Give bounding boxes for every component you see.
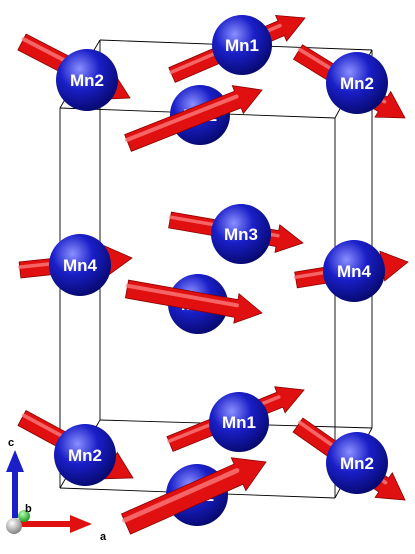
atom-label: Mn2 <box>70 71 104 90</box>
atom-sphere <box>56 49 118 111</box>
mn-atom-9: Mn1 <box>209 392 269 452</box>
mn-atoms: Mn2Mn1Mn2Mn1Mn3Mn4Mn4Mn3Mn1Mn2Mn2Mn1 <box>49 15 388 526</box>
origin-sphere <box>6 518 22 534</box>
b-axis-label: b <box>25 503 32 515</box>
atom-sphere <box>212 15 272 75</box>
atom-label: Mn2 <box>340 454 374 473</box>
atom-label: Mn1 <box>222 413 256 432</box>
mn-atom-11: Mn2 <box>326 432 388 494</box>
axis-triad: c b a <box>6 437 107 543</box>
c-axis-label: c <box>8 437 14 449</box>
atom-sphere <box>323 240 385 302</box>
c-axis-arrow <box>6 450 24 518</box>
atom-label: Mn1 <box>225 36 259 55</box>
a-axis-label: a <box>100 531 107 543</box>
spin-arrow-4 <box>124 85 263 152</box>
atom-label: Mn3 <box>224 225 258 244</box>
atom-label: Mn2 <box>68 446 102 465</box>
mn-atom-7: Mn4 <box>323 240 385 302</box>
atom-label: Mn2 <box>340 74 374 93</box>
a-axis-arrow <box>18 515 92 533</box>
spin-arrow-8 <box>124 279 263 324</box>
mn-atom-3: Mn2 <box>326 52 388 114</box>
atom-sphere <box>211 204 271 264</box>
mn-atom-1: Mn2 <box>56 49 118 111</box>
atom-sphere <box>209 392 269 452</box>
mn-atom-6: Mn4 <box>49 234 111 296</box>
atom-label: Mn4 <box>337 262 372 281</box>
atom-sphere <box>326 52 388 114</box>
mn-atom-5: Mn3 <box>211 204 271 264</box>
mn-atom-10: Mn2 <box>54 424 116 486</box>
mn-atom-2: Mn1 <box>212 15 272 75</box>
atom-sphere <box>49 234 111 296</box>
atom-label: Mn4 <box>63 256 98 275</box>
atom-sphere <box>326 432 388 494</box>
b-axis-marker <box>18 510 30 522</box>
spin-arrows-front <box>120 85 267 535</box>
atom-sphere <box>54 424 116 486</box>
spin-arrow-12 <box>120 457 267 535</box>
